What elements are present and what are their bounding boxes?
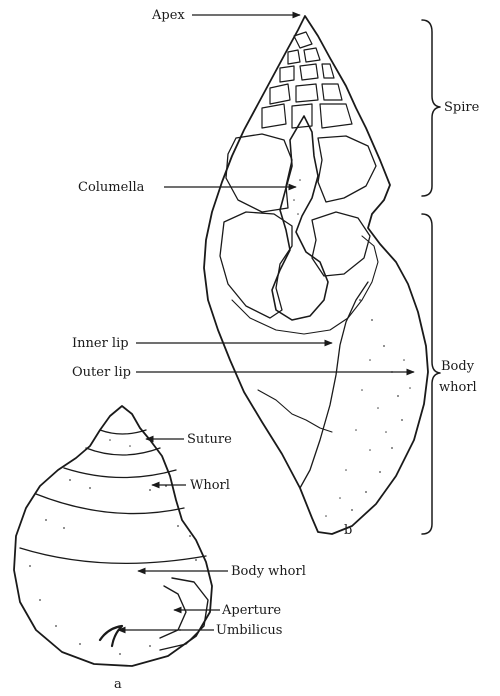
label-suture: Suture	[187, 432, 232, 447]
body-whorl-curve	[19, 547, 207, 564]
shell-b-stippling	[293, 179, 411, 517]
chamber-lower	[219, 211, 293, 319]
shell-a-stippling	[29, 439, 197, 655]
label-whorl: Whorl	[190, 478, 230, 493]
aperture-inner	[159, 585, 187, 639]
suture-2	[85, 447, 161, 456]
shell-b-body-contour	[231, 235, 379, 335]
label-columella: Columella	[78, 180, 145, 195]
label-body-whorl-a: Body whorl	[231, 564, 306, 579]
spire-chambers	[261, 31, 353, 129]
suture-1	[99, 429, 147, 435]
panel-label-b: b	[344, 523, 352, 538]
columella	[271, 115, 329, 321]
label-inner-lip: Inner lip	[72, 336, 129, 351]
chamber-lower-right	[311, 211, 371, 277]
suture-4	[35, 493, 185, 515]
label-aperture: Aperture	[221, 603, 281, 618]
shell-a-whole	[13, 405, 213, 667]
shell-b-outline	[203, 15, 429, 535]
spire-brace	[421, 19, 441, 197]
shell-b-lower-edge	[257, 389, 333, 433]
shell-b-inner-wall	[299, 281, 369, 489]
chamber-upper	[225, 133, 293, 213]
body-whorl-brace	[421, 213, 441, 535]
label-body-whorl-b-1: Body	[441, 359, 475, 374]
shell-b-section	[203, 15, 429, 535]
suture-3	[63, 467, 177, 479]
umbilicus-mark	[98, 624, 124, 648]
label-umbilicus: Umbilicus	[216, 623, 282, 638]
figure-caption	[0, 678, 500, 696]
panel-label-a: a	[114, 677, 122, 692]
shell-a-outline	[13, 405, 213, 667]
label-spire: Spire	[444, 100, 480, 115]
label-outer-lip: Outer lip	[72, 365, 131, 380]
chamber-upper-right	[317, 135, 377, 203]
aperture-lip	[159, 577, 209, 651]
label-body-whorl-b-2: whorl	[439, 380, 477, 395]
label-apex: Apex	[151, 8, 185, 23]
